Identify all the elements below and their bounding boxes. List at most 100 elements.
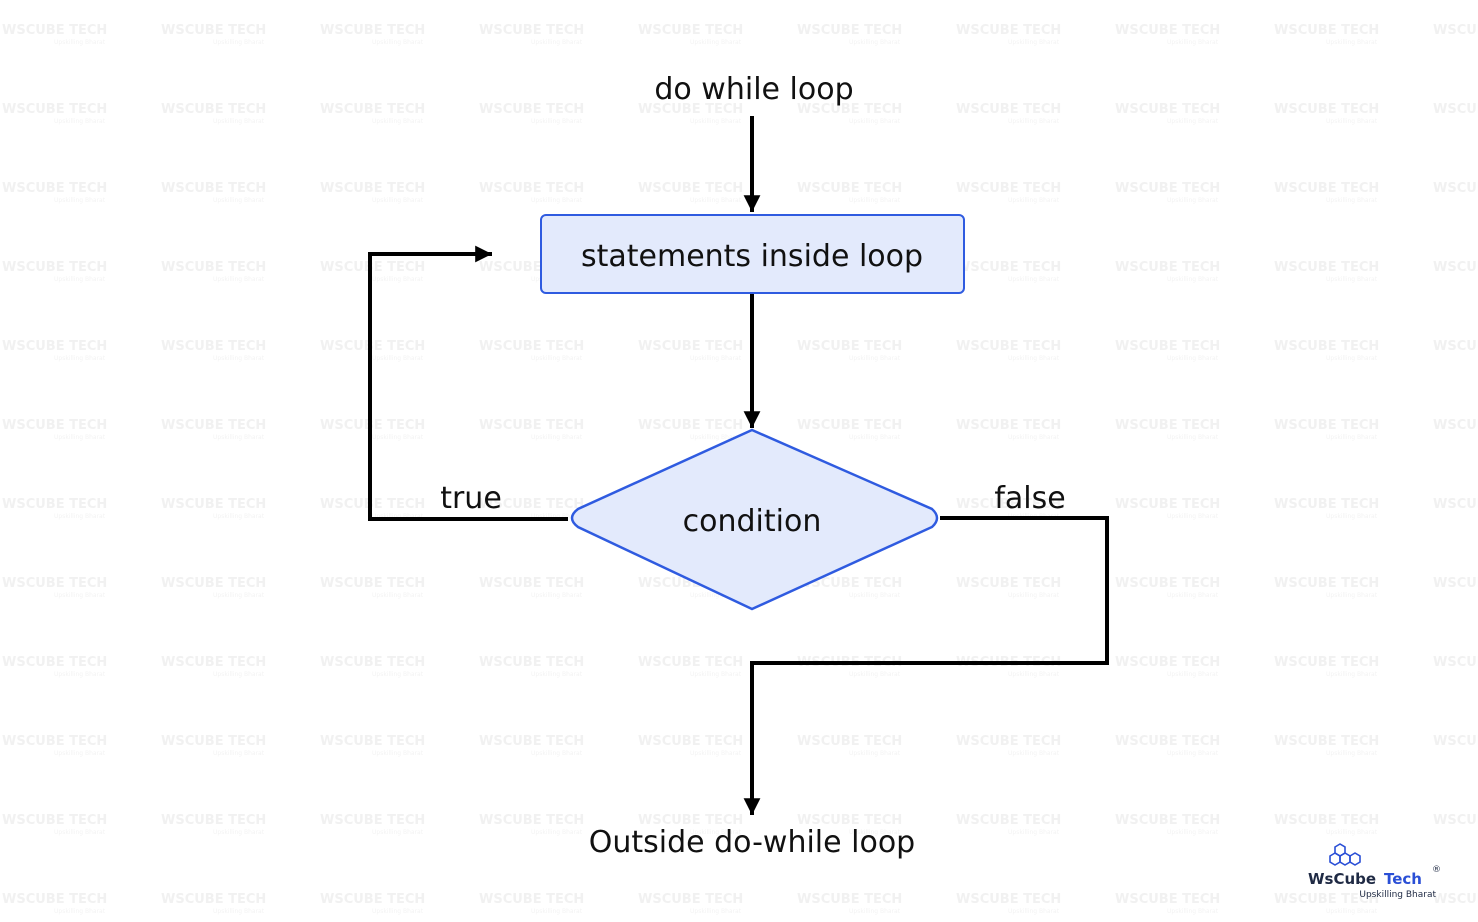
watermark-text: WSCUBE TECH (956, 497, 1061, 512)
watermark-text: WSCUBE TECH (1274, 418, 1379, 433)
watermark-text: WSCUBE TECH (320, 339, 425, 354)
watermark-text: WSCUBE TECH (1115, 23, 1220, 38)
watermark-tagline: Upskilling Bharat (1008, 671, 1060, 678)
watermark-text: WSCUBE TECH (956, 181, 1061, 196)
watermark-tagline: Upskilling Bharat (690, 118, 742, 125)
watermark-text: WSCUBE TECH (320, 576, 425, 591)
watermark-tagline: Upskilling Bharat (213, 434, 265, 441)
logo-registered-mark: ® (1432, 865, 1441, 875)
watermark-text: WSCUBE TECH (320, 181, 425, 196)
watermark-text: WSCUBE TECH (479, 181, 584, 196)
watermark-tagline: Upskilling Bharat (690, 592, 742, 599)
watermark-text: WSCUBE TECH (161, 892, 266, 907)
watermark-text: WSCUBE TECH (797, 734, 902, 749)
watermark-text: WSCUBE TECH (161, 102, 266, 117)
watermark-text: WSCUBE TECH (956, 23, 1061, 38)
watermark-text: WSCUBE TECH (320, 497, 425, 512)
watermark-tagline: Upskilling Bharat (213, 829, 265, 836)
watermark-text: WSCUBE TECH (638, 892, 743, 907)
watermark-tagline: Upskilling Bharat (531, 829, 583, 836)
watermark-text: WSCUBE TECH (1433, 339, 1478, 354)
watermark-tagline: Upskilling Bharat (372, 197, 424, 204)
watermark-text: WSCUBE TECH (1274, 260, 1379, 275)
watermark-text: WSCUBE TECH (797, 576, 902, 591)
watermark-text: WSCUBE TECH (797, 892, 902, 907)
watermark-tagline: Upskilling Bharat (531, 513, 583, 520)
watermark-text: WSCUBE TECH (797, 418, 902, 433)
watermark-text: WSCUBE TECH (320, 102, 425, 117)
watermark-tagline: Upskilling Bharat (531, 671, 583, 678)
watermark-text: WSCUBE TECH (2, 655, 107, 670)
watermark-text: WSCUBE TECH (161, 339, 266, 354)
false-branch-label: false (994, 481, 1065, 516)
watermark-text: WSCUBE TECH (638, 23, 743, 38)
watermark-text: WSCUBE TECH (1115, 102, 1220, 117)
watermark-text: WSCUBE TECH (797, 102, 902, 117)
watermark-tagline: Upskilling Bharat (849, 197, 901, 204)
watermark-text: WSCUBE TECH (2, 892, 107, 907)
watermark-tagline: Upskilling Bharat (54, 592, 106, 599)
watermark-text: WSCUBE TECH (320, 418, 425, 433)
watermark-tagline: Upskilling Bharat (690, 829, 742, 836)
watermark-tagline: Upskilling Bharat (54, 513, 106, 520)
watermark-tagline: Upskilling Bharat (531, 434, 583, 441)
watermark-tagline: Upskilling Bharat (690, 355, 742, 362)
process-box (540, 214, 965, 294)
watermark-text: WSCUBE TECH (2, 181, 107, 196)
watermark-text: WSCUBE TECH (1115, 655, 1220, 670)
watermark-tagline: Upskilling Bharat (1326, 750, 1378, 757)
watermark-text: WSCUBE TECH (161, 576, 266, 591)
watermark-text: WSCUBE TECH (1274, 102, 1379, 117)
watermark-text: WSCUBE TECH (1433, 576, 1478, 591)
logo-wordmark-part2: Tech (1384, 870, 1422, 888)
watermark-text: WSCUBE TECH (1433, 497, 1478, 512)
watermark-tagline: Upskilling Bharat (1326, 434, 1378, 441)
watermark-text: WSCUBE TECH (1115, 181, 1220, 196)
watermark-text: WSCUBE TECH (1115, 497, 1220, 512)
watermark-tagline: Upskilling Bharat (849, 434, 901, 441)
watermark-text: WSCUBE TECH (161, 181, 266, 196)
true-branch-label: true (440, 481, 502, 516)
watermark-text: WSCUBE TECH (161, 23, 266, 38)
watermark-text: WSCUBE TECH (1274, 497, 1379, 512)
watermark-text: WSCUBE TECH (1274, 655, 1379, 670)
watermark-text: WSCUBE TECH (1274, 181, 1379, 196)
watermark-tagline: Upskilling Bharat (1326, 671, 1378, 678)
watermark-text: WSCUBE TECH (638, 181, 743, 196)
watermark-tagline: Upskilling Bharat (213, 671, 265, 678)
watermark-text: WSCUBE TECH (479, 339, 584, 354)
watermark-tagline: Upskilling Bharat (690, 197, 742, 204)
watermark-tagline: Upskilling Bharat (213, 39, 265, 46)
watermark-text: WSCUBE TECH (161, 497, 266, 512)
watermark-text: WSCUBE TECH (1274, 339, 1379, 354)
watermark-text: WSCUBE TECH (1433, 418, 1478, 433)
watermark-tagline: Upskilling Bharat (1008, 197, 1060, 204)
watermark-text: WSCUBE TECH (638, 418, 743, 433)
arrow-false-exit (743, 516, 1109, 815)
watermark-text: WSCUBE TECH (638, 339, 743, 354)
watermark-text: WSCUBE TECH (1115, 813, 1220, 828)
watermark-text: WSCUBE TECH (956, 260, 1061, 275)
watermark-tagline: Upskilling Bharat (849, 118, 901, 125)
watermark-text: WSCUBE TECH (479, 892, 584, 907)
watermark-text: WSCUBE TECH (161, 734, 266, 749)
watermark-text: WSCUBE TECH (320, 813, 425, 828)
watermark-tagline: Upskilling Bharat (1326, 118, 1378, 125)
watermark-tagline: Upskilling Bharat (1008, 434, 1060, 441)
watermark-tagline: Upskilling Bharat (849, 592, 901, 599)
watermark-tagline: Upskilling Bharat (1008, 276, 1060, 283)
watermark-tagline: Upskilling Bharat (54, 197, 106, 204)
watermark-tagline: Upskilling Bharat (213, 592, 265, 599)
watermark-text: WSCUBE TECH (1433, 813, 1478, 828)
watermark-tagline: Upskilling Bharat (531, 592, 583, 599)
watermark-tagline: Upskilling Bharat (849, 750, 901, 757)
watermark-text: WSCUBE TECH (320, 892, 425, 907)
watermark-text: WSCUBE TECH (638, 655, 743, 670)
watermark-tagline: Upskilling Bharat (1326, 513, 1378, 520)
watermark-text: WSCUBE TECH (956, 734, 1061, 749)
watermark-tagline: Upskilling Bharat (690, 39, 742, 46)
watermark-text: WSCUBE TECH (479, 655, 584, 670)
watermark-text: WSCUBE TECH (1433, 181, 1478, 196)
